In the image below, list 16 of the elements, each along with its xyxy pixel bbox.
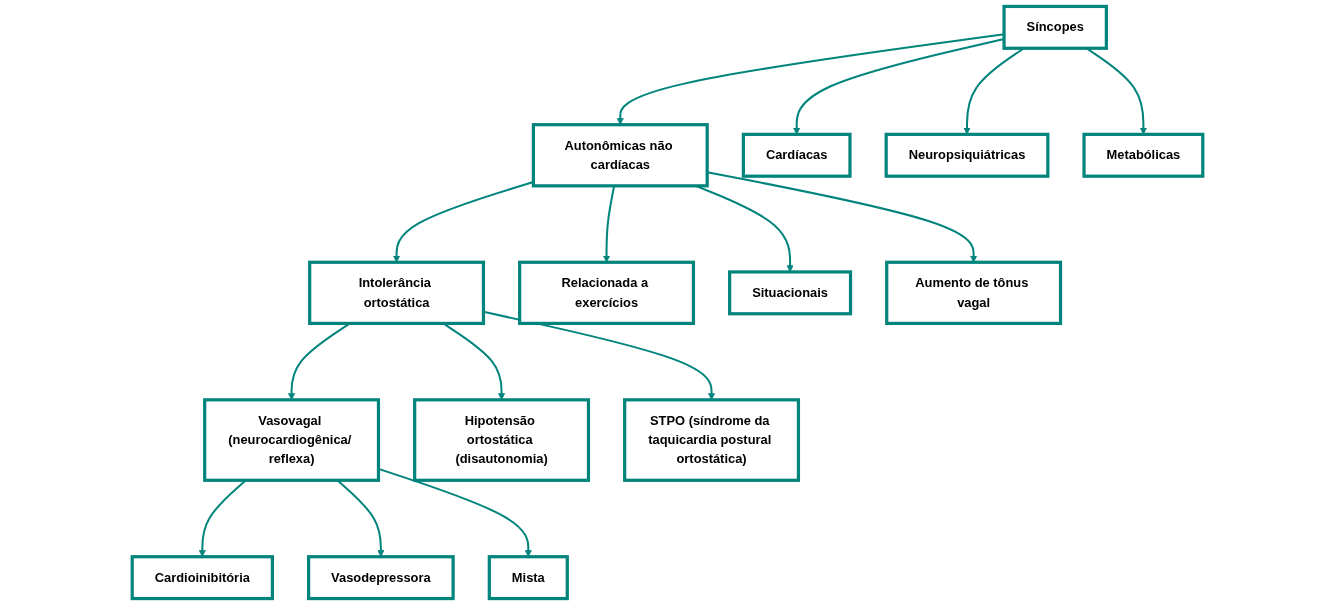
arrow (603, 185, 616, 263)
node-box: Metabólicas (1082, 132, 1205, 178)
node-box: Síncopes (1002, 4, 1108, 50)
node-box: Intolerância ortostática (308, 260, 486, 326)
node-box: Vasovagal (neurocardiogênica/ reflexa) (203, 398, 381, 482)
node-box: Hipotensão ortostática (disautonomia) (413, 398, 591, 482)
node-box: Cardioinibitória (130, 555, 274, 601)
node-box: Aumento de tônus vagal (885, 260, 1063, 326)
node-box: Mista (487, 555, 569, 601)
node-box: Cardíacas (741, 132, 852, 178)
node-box: Vasodepressora (307, 555, 455, 601)
node-box: Autonômicas não cardíacas (531, 123, 709, 188)
node-box: Situacionais (728, 270, 853, 316)
node-box: Relacionada a exercícios (518, 260, 696, 326)
node-box: STPO (síndrome da taquicardia postural ortostática) (623, 398, 801, 482)
node-box: Neuropsiquiátricas (884, 132, 1050, 178)
